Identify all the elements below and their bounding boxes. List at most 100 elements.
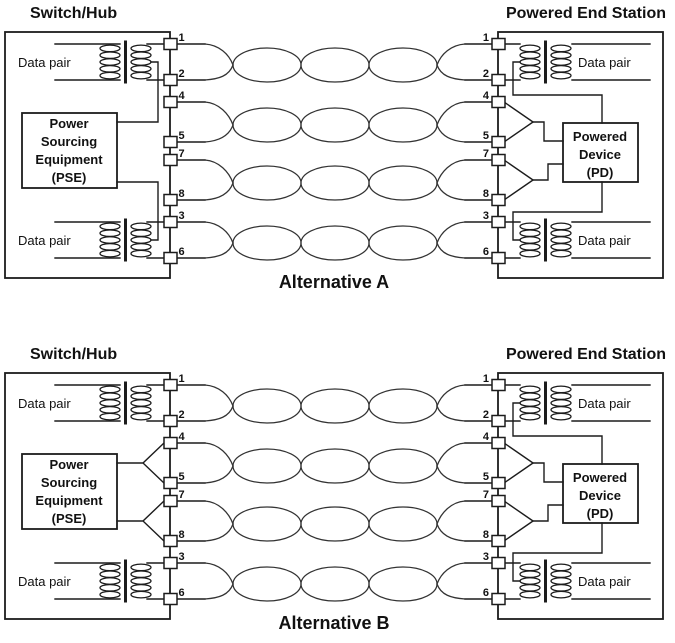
twisted-pair-funnel <box>204 500 234 525</box>
transformer-coil-loop <box>130 222 152 231</box>
pse-label-line: Power <box>49 116 88 131</box>
pin-number: 3 <box>179 210 185 222</box>
pin-number: 7 <box>179 148 185 160</box>
pin-number: 3 <box>179 551 185 563</box>
twisted-pair-twist <box>368 448 438 484</box>
data-pair-label-left-top: Data pair <box>18 396 71 411</box>
pin-number: 4 <box>179 90 186 102</box>
twisted-pair-funnel <box>436 583 466 600</box>
twisted-pair-twist <box>300 107 370 143</box>
pin-box <box>491 436 506 450</box>
data-pair-label-right-bottom: Data pair <box>578 574 631 589</box>
twisted-pair-funnel <box>204 43 234 66</box>
transformer-coil-loop <box>550 570 572 579</box>
transformer-coil-loop <box>99 577 121 585</box>
pin-box <box>491 476 506 490</box>
pin-number: 7 <box>179 489 185 501</box>
twisted-pair-funnel <box>204 465 234 484</box>
twisted-pair-twist <box>368 47 438 83</box>
pin-number: 5 <box>179 471 185 483</box>
pse-label-line: Sourcing <box>41 475 97 490</box>
transformer-coil-loop <box>130 399 152 407</box>
transformer-coil-loop <box>99 58 121 66</box>
pin-number: 3 <box>483 210 489 222</box>
transformer-coil-loop <box>130 563 152 572</box>
twisted-pair-funnel <box>436 64 466 81</box>
twisted-pair-twist <box>232 566 302 602</box>
pin-box <box>163 494 178 508</box>
transformer-coil-loop <box>519 222 541 231</box>
twisted-pair-funnel <box>204 523 234 542</box>
twisted-pair-funnel <box>436 43 466 66</box>
pin-number: 3 <box>483 551 489 563</box>
twisted-pair-funnel <box>436 523 466 542</box>
pin-box <box>491 193 506 207</box>
pin-number: 5 <box>483 471 489 483</box>
pd-center-tap-wire <box>512 522 603 582</box>
pin-box <box>163 251 178 265</box>
data-pair-label-right-top: Data pair <box>578 396 631 411</box>
transformer-coil-loop <box>519 405 541 414</box>
pin-box <box>163 534 178 548</box>
pse-center-tap-wire <box>116 181 159 241</box>
transformer-coil-loop <box>550 563 572 572</box>
transformer-coil-loop <box>130 412 152 421</box>
pd-spare-pair-chevron-wire <box>503 500 564 542</box>
pin-number: 1 <box>179 373 185 385</box>
twisted-pair-funnel <box>436 159 466 184</box>
pse-box <box>21 453 118 530</box>
transformer-coil-loop <box>519 71 541 80</box>
twisted-pair-funnel <box>204 64 234 81</box>
twisted-pair-funnel <box>436 124 466 143</box>
pin-number: 8 <box>483 529 489 541</box>
pin-box <box>163 414 178 428</box>
transformer-coil-loop <box>130 385 152 394</box>
pin-box <box>491 534 506 548</box>
transformer-coil-loop <box>519 64 541 73</box>
pin-box <box>491 73 506 87</box>
transformer-coil-loop <box>550 412 572 421</box>
pin-box <box>163 476 178 490</box>
pin-box <box>491 135 506 149</box>
pin-box <box>163 556 178 570</box>
transformer-coil-loop <box>130 236 152 244</box>
pin-box <box>163 592 178 606</box>
transformer-coil-loop <box>130 249 152 258</box>
transformer-coil-loop <box>130 392 152 401</box>
transformer-coil-loop <box>99 242 121 251</box>
pin-box <box>491 592 506 606</box>
pin-box <box>491 215 506 229</box>
transformer-coil-loop <box>519 385 541 394</box>
data-pair-label-left-top: Data pair <box>18 55 71 70</box>
transformer-coil-loop <box>99 385 121 394</box>
twisted-pair-funnel <box>204 159 234 184</box>
transformer-coil-loop <box>550 236 572 244</box>
transformer-coil-loop <box>130 577 152 585</box>
pin-box <box>491 378 506 392</box>
transformer-coil-loop <box>130 44 152 53</box>
pin-number: 4 <box>483 90 490 102</box>
transformer-coil-loop <box>130 570 152 579</box>
transformer-coil-loop <box>99 236 121 244</box>
transformer-coil-loop <box>130 58 152 66</box>
transformer-coil-loop <box>550 249 572 258</box>
transformer-coil-loop <box>130 64 152 73</box>
twisted-pair-twist <box>368 107 438 143</box>
transformer-coil-loop <box>550 58 572 66</box>
pin-number: 7 <box>483 489 489 501</box>
pd-spare-pair-chevron-wire <box>503 101 564 143</box>
pin-box <box>163 37 178 51</box>
pd-box <box>562 463 639 524</box>
twisted-pair-twist <box>232 388 302 424</box>
twisted-pair-funnel <box>436 101 466 126</box>
pin-number: 6 <box>179 246 185 258</box>
twisted-pair-twist <box>232 47 302 83</box>
transformer-coil-loop <box>550 229 572 238</box>
twisted-pair-twist <box>368 165 438 201</box>
transformer-coil-loop <box>550 590 572 599</box>
pin-box <box>491 556 506 570</box>
twisted-pair-funnel <box>436 221 466 244</box>
data-pair-label-left-bottom: Data pair <box>18 574 71 589</box>
twisted-pair-funnel <box>436 242 466 259</box>
